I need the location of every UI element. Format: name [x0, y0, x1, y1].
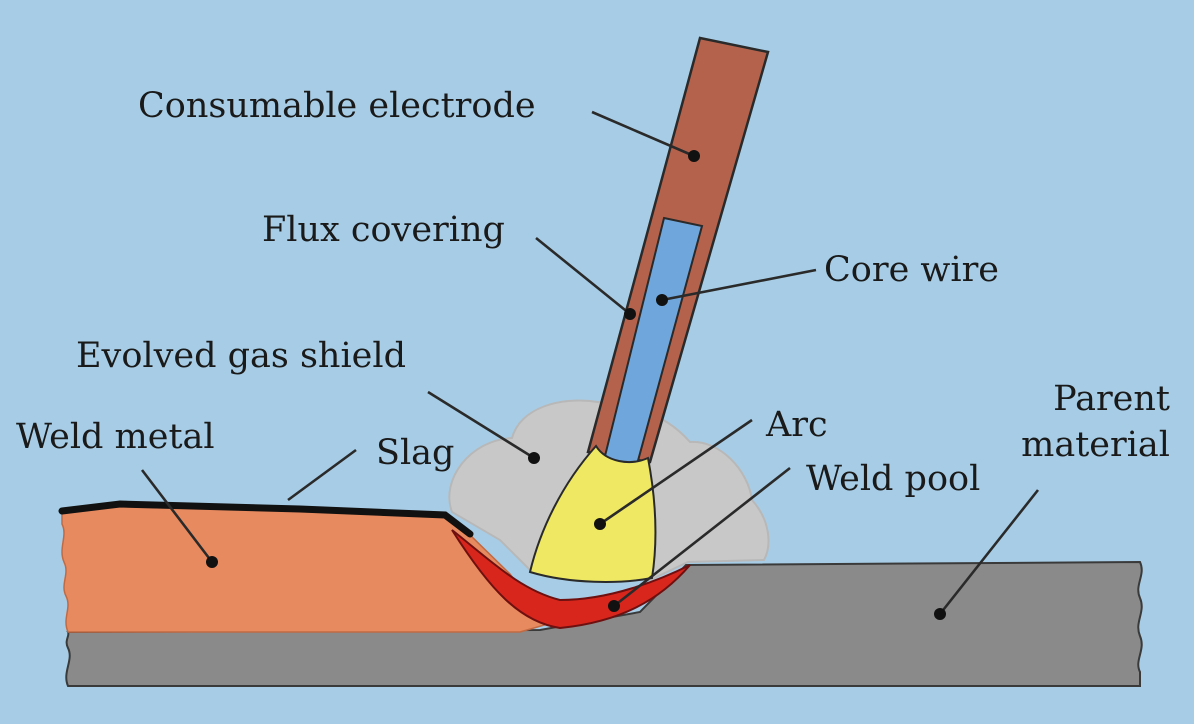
leader-core-wire: [661, 268, 817, 302]
slag-layer: [58, 500, 474, 538]
label-weld-pool: Weld pool: [806, 459, 980, 499]
leader-weld-pool: [613, 466, 791, 608]
dot-weld-pool: [608, 600, 620, 612]
weld-pool: [451, 529, 691, 630]
leader-consumable-electrode: [591, 110, 695, 158]
dot-parent-material: [934, 608, 946, 620]
label-flux-covering: Flux covering: [262, 210, 505, 250]
dot-weld-metal: [206, 556, 218, 568]
dot-gas-shield: [528, 452, 540, 464]
leader-slag: [287, 448, 357, 502]
dot-core-wire: [656, 294, 668, 306]
label-parent-material-line1: Parent: [1053, 379, 1170, 419]
dot-flux-covering: [624, 308, 636, 320]
label-parent-material-line2: material: [1021, 425, 1170, 465]
dot-consumable-electrode: [688, 150, 700, 162]
label-slag: Slag: [376, 433, 454, 473]
label-arc: Arc: [765, 405, 828, 445]
leader-arc: [599, 418, 753, 526]
label-weld-metal: Weld metal: [16, 417, 215, 457]
label-evolved-gas-shield: Evolved gas shield: [76, 336, 406, 376]
label-consumable-electrode: Consumable electrode: [138, 86, 536, 126]
leader-gas-shield: [427, 390, 535, 460]
leader-weld-metal: [140, 469, 214, 563]
dot-arc: [594, 518, 606, 530]
leader-parent-material: [938, 489, 1040, 615]
weld-metal: [61, 504, 550, 633]
arc-zone: [528, 444, 657, 583]
parent-material: [65, 560, 1143, 687]
label-core-wire: Core wire: [824, 250, 999, 290]
leader-flux-covering: [535, 236, 631, 316]
